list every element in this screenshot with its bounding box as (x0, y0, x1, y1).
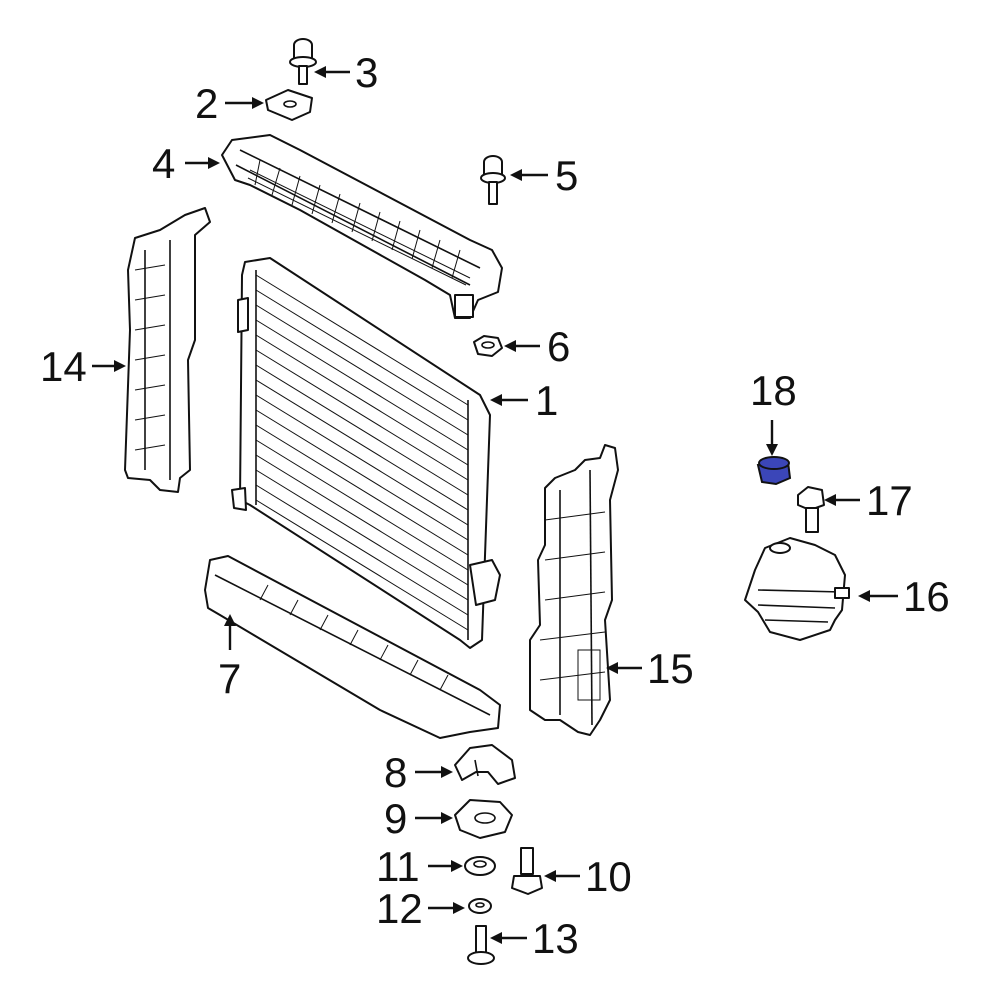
callout-1: 1 (535, 377, 558, 424)
part-18-cap[interactable] (756, 456, 792, 486)
callout-labels: 1 2 3 4 5 6 7 8 9 10 11 12 13 14 15 16 1… (40, 49, 950, 962)
callout-2: 2 (195, 80, 218, 127)
callout-18: 18 (750, 367, 797, 414)
part-5-bolt[interactable] (480, 155, 506, 205)
callout-15: 15 (647, 645, 694, 692)
part-16-expansion-tank[interactable] (744, 537, 850, 641)
callout-4: 4 (152, 140, 175, 187)
part-1-radiator[interactable] (231, 257, 501, 649)
callout-3: 3 (355, 49, 378, 96)
callout-17: 17 (866, 477, 913, 524)
callout-11: 11 (376, 843, 420, 890)
part-6-nut[interactable] (473, 335, 503, 357)
part-12-washer[interactable] (468, 898, 492, 914)
callout-8: 8 (384, 749, 407, 796)
callout-9: 9 (384, 795, 407, 842)
callout-7: 7 (218, 655, 241, 702)
callout-14: 14 (40, 343, 87, 390)
part-2-bracket[interactable] (265, 89, 313, 121)
part-13-screw[interactable] (467, 925, 495, 965)
leader-arrows (92, 66, 898, 944)
part-10-bolt[interactable] (511, 847, 543, 895)
callout-6: 6 (547, 323, 570, 370)
callout-16: 16 (903, 573, 950, 620)
callout-5: 5 (555, 152, 578, 199)
part-7-lower-deflector[interactable] (204, 555, 501, 739)
part-3-bolt[interactable] (289, 38, 317, 85)
part-15-right-air-guide[interactable] (529, 444, 619, 736)
part-11-washer[interactable] (464, 856, 496, 876)
callout-10: 10 (585, 853, 632, 900)
part-8-mount[interactable] (454, 744, 516, 785)
callout-13: 13 (532, 915, 579, 962)
part-17-bolt[interactable] (797, 486, 825, 533)
part-4-upper-deflector[interactable] (221, 134, 503, 319)
part-14-left-air-guide[interactable] (124, 207, 211, 493)
part-9-mount[interactable] (454, 799, 513, 839)
callout-12: 12 (376, 885, 423, 932)
